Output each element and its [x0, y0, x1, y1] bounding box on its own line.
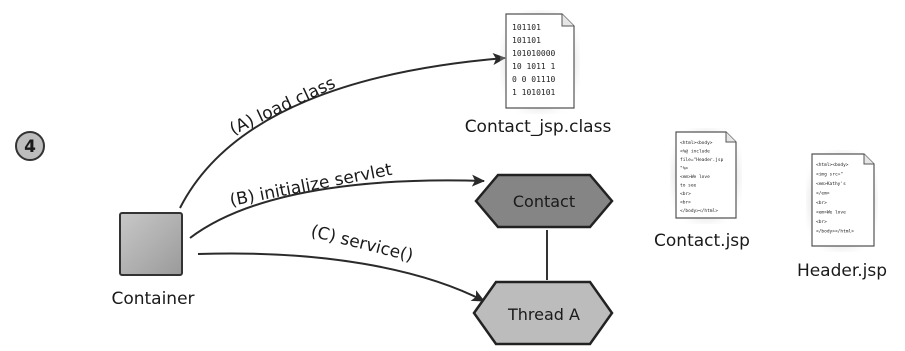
arrow-label-load-class: (A) load class	[227, 73, 339, 139]
arrow-label-initialize-servlet: (B) initialize servlet	[228, 160, 394, 211]
step-number: 4	[24, 137, 36, 157]
contact-jsp-line: <%@ include	[680, 149, 710, 155]
class-file-line: 1 1010101	[512, 88, 556, 97]
class-file-document: 101101 101101 101010000 10 1011 1 0 0 01110 1…	[500, 10, 580, 114]
container-box	[119, 212, 183, 276]
header-jsp-line: <img src="	[816, 172, 843, 178]
contact-jsp-line: <br>	[680, 200, 691, 206]
contact-jsp-line: to see	[680, 183, 697, 189]
contact-jsp-line: <html><body>	[680, 140, 713, 146]
header-jsp-line: </em>	[816, 191, 830, 197]
header-jsp-content: <html><body> <img src=" <em>Kathy's </em> <b…	[816, 162, 854, 235]
header-jsp-line: <br>	[816, 219, 827, 225]
class-file-line: 101101	[512, 36, 541, 45]
header-jsp-line: </body></html>	[816, 229, 854, 235]
header-jsp-line: <html><body>	[816, 162, 849, 168]
contact-jsp-line: </body></html>	[680, 208, 718, 214]
contact-jsp-line: <em>We love	[680, 174, 710, 180]
header-jsp-document: <html><body> <img src=" <em>Kathy's </em> <b…	[806, 150, 878, 252]
servlet-node-label: Contact	[513, 192, 575, 211]
thread-node: Thread A	[472, 280, 614, 346]
contact-jsp-content: <html><body> <%@ include file="Header.jsp "…	[680, 140, 724, 214]
contact-jsp-label: Contact.jsp	[654, 231, 750, 251]
contact-jsp-line: <br>	[680, 191, 691, 197]
class-file-content: 101101 101101 101010000 10 1011 1 0 0 01110 1…	[512, 23, 556, 97]
class-file-label: Contact_jsp.class	[465, 117, 612, 137]
header-jsp-line: <em>Kathy's	[816, 181, 846, 187]
arrow-label-service: (C) service()	[309, 221, 415, 266]
class-file-line: 101101	[512, 23, 541, 32]
contact-jsp-document: <html><body> <%@ include file="Header.jsp "…	[670, 128, 742, 224]
header-jsp-line: <br>	[816, 200, 827, 206]
class-file-line: 10 1011 1	[512, 62, 556, 71]
container-label: Container	[111, 289, 194, 309]
thread-node-label: Thread A	[507, 305, 580, 324]
arrow-initialize-servlet	[189, 174, 485, 239]
contact-jsp-line: "%>	[680, 166, 688, 172]
arrow-load-class	[179, 53, 506, 209]
servlet-node: Contact	[474, 173, 614, 229]
step-badge: 4	[15, 131, 45, 161]
header-jsp-line: <em>We love	[816, 210, 846, 216]
arrow-service	[197, 252, 485, 302]
class-file-line: 101010000	[512, 49, 556, 58]
header-jsp-label: Header.jsp	[797, 261, 887, 281]
class-file-line: 0 0 01110	[512, 75, 556, 84]
contact-jsp-line: file="Header.jsp	[680, 157, 724, 163]
